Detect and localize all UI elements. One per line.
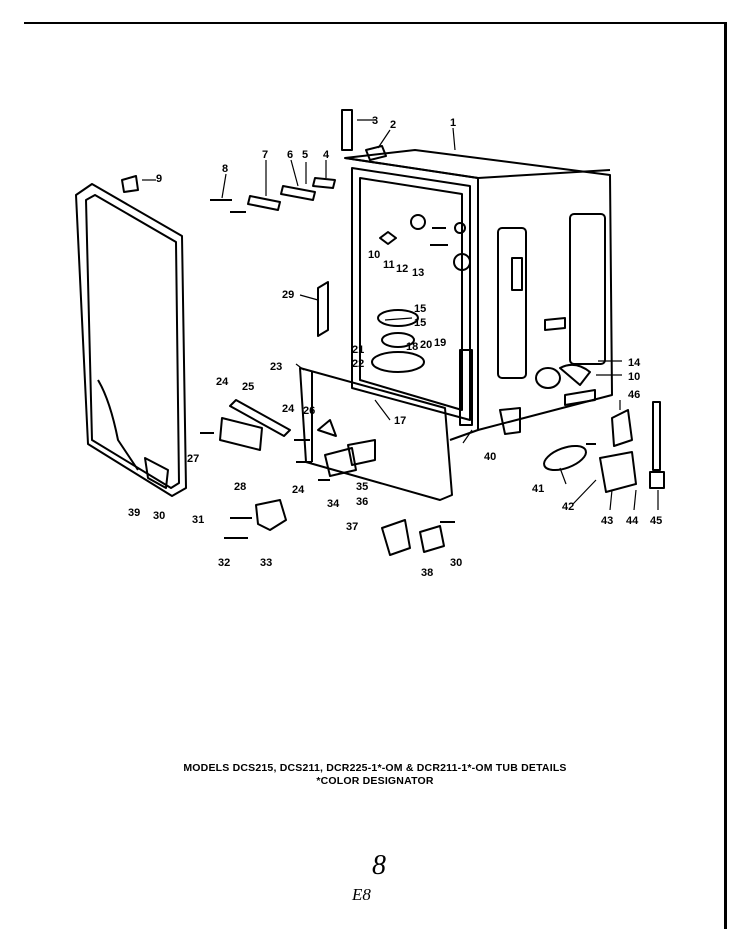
callout-40: 40 xyxy=(484,451,496,463)
callout-12: 12 xyxy=(396,263,408,275)
hinge-parts-drawing xyxy=(219,399,376,531)
top-parts-drawing xyxy=(121,109,387,211)
diagram-caption-note: *COLOR DESIGNATOR xyxy=(316,775,434,787)
callout-5: 5 xyxy=(302,149,308,161)
callout-8: 8 xyxy=(222,163,228,175)
front-panel-drawing xyxy=(299,281,453,501)
callout-38: 38 xyxy=(421,567,433,579)
callout-9: 9 xyxy=(156,173,162,185)
callout-14: 14 xyxy=(628,357,641,369)
callout-46: 46 xyxy=(628,389,640,401)
callout-33: 33 xyxy=(260,557,272,569)
callout-11: 11 xyxy=(383,259,395,271)
callout-37: 37 xyxy=(346,521,358,533)
callout-42: 42 xyxy=(562,501,574,513)
tub-drawing xyxy=(344,149,613,441)
callout-34: 34 xyxy=(327,498,340,510)
callout-23: 23 xyxy=(270,361,282,373)
leader-lines xyxy=(142,119,659,511)
bracket-drawing xyxy=(381,519,445,556)
spray-arm-drawing xyxy=(371,214,471,373)
callout-24c: 24 xyxy=(292,484,305,496)
door-gasket-drawing xyxy=(75,183,187,497)
callout-31: 31 xyxy=(192,514,204,526)
callout-15b: 15 xyxy=(414,317,426,329)
callout-43: 43 xyxy=(601,515,613,527)
callout-36: 36 xyxy=(356,496,368,508)
callout-41: 41 xyxy=(532,483,544,495)
callout-30b: 30 xyxy=(450,557,462,569)
callout-10b: 10 xyxy=(368,249,380,261)
callout-27: 27 xyxy=(187,453,199,465)
callout-32: 32 xyxy=(218,557,230,569)
callout-30: 30 xyxy=(153,510,165,522)
callout-numbers: 1 2 3 4 5 6 7 8 9 10 11 12 13 14 10 15 1… xyxy=(128,115,662,579)
callout-25: 25 xyxy=(242,381,254,393)
callout-35: 35 xyxy=(356,481,368,493)
callout-18: 18 xyxy=(406,341,418,353)
callout-4: 4 xyxy=(323,149,330,161)
callout-39: 39 xyxy=(128,507,140,519)
callout-15: 15 xyxy=(414,303,426,315)
callout-13: 13 xyxy=(412,267,424,279)
callout-1: 1 xyxy=(450,117,456,129)
callout-3: 3 xyxy=(372,115,378,127)
callout-28: 28 xyxy=(234,481,246,493)
page-border xyxy=(24,22,727,929)
diagram-caption-models: MODELS DCS215, DCS211, DCR225-1*-OM & DC… xyxy=(183,762,567,774)
callout-20: 20 xyxy=(420,339,432,351)
reference-code: E8 xyxy=(352,885,371,904)
callout-29: 29 xyxy=(282,289,294,301)
callout-24b: 24 xyxy=(282,403,295,415)
callout-6: 6 xyxy=(287,149,293,161)
callout-10: 10 xyxy=(628,371,640,383)
callout-17: 17 xyxy=(394,415,406,427)
callout-26: 26 xyxy=(303,405,315,417)
callout-44: 44 xyxy=(626,515,639,527)
callout-45: 45 xyxy=(650,515,662,527)
page-number: 8 xyxy=(372,850,386,881)
callout-19: 19 xyxy=(434,337,446,349)
callout-2: 2 xyxy=(390,119,396,131)
callout-21: 21 xyxy=(352,344,364,356)
callout-22: 22 xyxy=(352,358,364,370)
right-parts-drawing xyxy=(543,401,665,493)
callout-7: 7 xyxy=(262,149,268,161)
callout-24a: 24 xyxy=(216,376,229,388)
screws-drawing xyxy=(200,199,596,539)
